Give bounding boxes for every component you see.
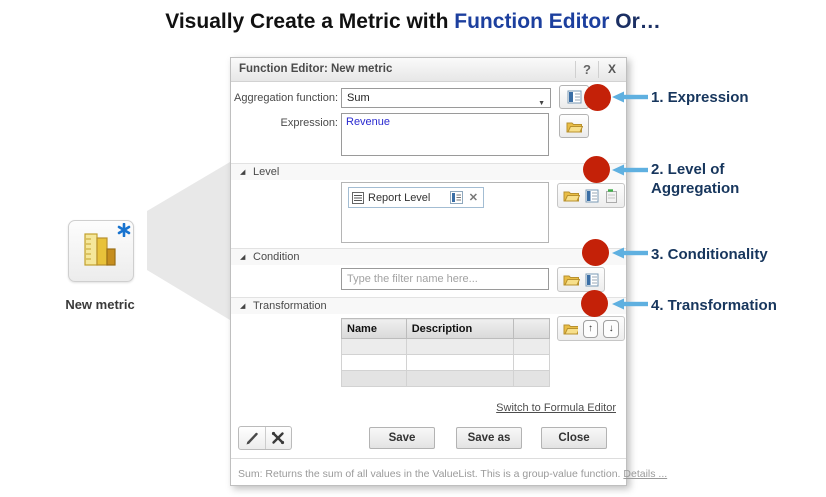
save-button[interactable]: Save xyxy=(369,427,435,449)
table-cell xyxy=(405,370,515,387)
page-title-prefix: Visually Create a Metric with xyxy=(165,10,455,33)
expression-label: Expression: xyxy=(280,117,338,129)
collapse-triangle-icon: ◢ xyxy=(240,169,246,176)
arrow-down-icon: ↓ xyxy=(608,322,614,334)
page-title-highlight: Function Editor xyxy=(454,10,610,33)
page-title-suffix: Or… xyxy=(609,10,661,33)
add-page-icon[interactable] xyxy=(604,188,618,203)
arrow-up-icon: ↑ xyxy=(587,322,593,334)
callout-arrow-4 xyxy=(612,298,648,310)
callout-arrow-3 xyxy=(612,247,648,259)
expression-browse-button[interactable] xyxy=(559,114,589,138)
table-cell xyxy=(513,354,550,371)
table-cell xyxy=(341,338,407,355)
annotation-transformation: 4. Transformation xyxy=(651,297,777,314)
level-section-label: Level xyxy=(253,166,280,178)
new-metric-tile[interactable] xyxy=(68,220,134,282)
folder-icon[interactable] xyxy=(563,273,580,286)
condition-toolbar xyxy=(557,267,605,292)
pencil-icon xyxy=(246,432,258,445)
chevron-down-icon: ▼ xyxy=(538,100,545,107)
folder-icon[interactable] xyxy=(563,189,580,202)
folder-icon[interactable] xyxy=(563,322,578,335)
collapse-triangle-icon: ◢ xyxy=(240,254,246,261)
status-message-text: Sum: Returns the sum of all values in th… xyxy=(238,468,624,480)
transformation-table-header-row: Name Description xyxy=(341,318,550,339)
dialog-title: Function Editor: New metric xyxy=(239,63,393,75)
transformation-section-label: Transformation xyxy=(253,300,327,312)
close-icon[interactable]: X xyxy=(607,62,616,76)
annotation-expression: 1. Expression xyxy=(651,89,749,106)
close-button[interactable]: Close xyxy=(541,427,607,449)
wrench-icon xyxy=(272,431,285,445)
annotation-level: 2. Level of Aggregation xyxy=(651,161,740,197)
callout-marker-2 xyxy=(583,156,610,183)
column-header-description: Description xyxy=(405,318,515,339)
metric-ruler-bars-icon xyxy=(84,233,116,266)
aggregation-function-label: Aggregation function: xyxy=(234,92,338,104)
dialog-header: Function Editor: New metric ? X xyxy=(231,58,626,82)
function-list-icon xyxy=(567,90,581,104)
aggregation-function-value: Sum xyxy=(347,92,370,104)
expression-input[interactable]: Revenue xyxy=(341,113,549,156)
collapse-triangle-icon: ◢ xyxy=(240,303,246,310)
folder-icon xyxy=(566,122,583,132)
advanced-settings-button[interactable] xyxy=(266,427,292,449)
callout-marker-3 xyxy=(582,239,609,266)
list-page-icon[interactable] xyxy=(585,189,599,203)
table-cell xyxy=(341,370,407,387)
callout-arrow-2 xyxy=(612,164,648,176)
condition-filter-input[interactable] xyxy=(341,268,549,290)
chip-remove-icon[interactable]: ✕ xyxy=(468,192,478,204)
condition-section-header[interactable]: ◢ Condition xyxy=(231,248,626,265)
help-button[interactable]: ? xyxy=(575,61,599,78)
new-metric-label: New metric xyxy=(65,297,135,312)
save-as-button[interactable]: Save as xyxy=(456,427,522,449)
level-section-header[interactable]: ◢ Level xyxy=(231,163,626,180)
table-cell xyxy=(405,338,515,355)
transformation-section-header[interactable]: ◢ Transformation xyxy=(231,297,626,314)
condition-section-label: Condition xyxy=(253,251,300,263)
chip-options-icon[interactable] xyxy=(449,191,463,204)
report-level-chip[interactable]: Report Level ✕ xyxy=(348,187,484,208)
table-row xyxy=(341,354,550,371)
column-header-blank xyxy=(513,318,550,339)
grid-icon xyxy=(352,191,364,204)
table-row xyxy=(341,338,550,355)
column-header-name: Name xyxy=(341,318,407,339)
level-toolbar xyxy=(557,183,625,208)
function-list-button[interactable] xyxy=(559,85,589,109)
aggregation-function-select[interactable]: Sum ▼ xyxy=(341,88,551,108)
transformation-table: Name Description xyxy=(341,318,550,387)
transformation-toolbar: ↑ ↓ xyxy=(557,316,625,341)
move-up-button[interactable]: ↑ xyxy=(582,319,599,338)
move-down-button[interactable]: ↓ xyxy=(603,319,620,338)
page-title: Visually Create a Metric with Function E… xyxy=(0,10,826,34)
callout-arrow-1 xyxy=(612,91,648,103)
table-cell xyxy=(405,354,515,371)
table-cell xyxy=(513,338,550,355)
level-list-box[interactable]: Report Level ✕ xyxy=(341,182,549,243)
details-link[interactable]: Details ... xyxy=(623,468,668,480)
status-bar: Sum: Returns the sum of all values in th… xyxy=(231,458,667,485)
callout-marker-1 xyxy=(584,84,611,111)
table-cell xyxy=(513,370,550,387)
switch-to-formula-editor-link[interactable]: Switch to Formula Editor xyxy=(496,402,616,414)
new-star-badge-icon xyxy=(117,223,131,237)
callout-marker-4 xyxy=(581,290,608,317)
list-page-icon[interactable] xyxy=(585,273,599,287)
table-cell xyxy=(341,354,407,371)
annotation-conditionality: 3. Conditionality xyxy=(651,246,768,263)
function-editor-dialog: Function Editor: New metric ? X Aggregat… xyxy=(230,57,667,486)
report-level-chip-label: Report Level xyxy=(368,191,431,204)
editor-tool-group xyxy=(238,426,292,450)
table-row xyxy=(341,370,550,387)
status-message: Sum: Returns the sum of all values in th… xyxy=(238,468,667,480)
edit-button[interactable] xyxy=(239,427,266,449)
